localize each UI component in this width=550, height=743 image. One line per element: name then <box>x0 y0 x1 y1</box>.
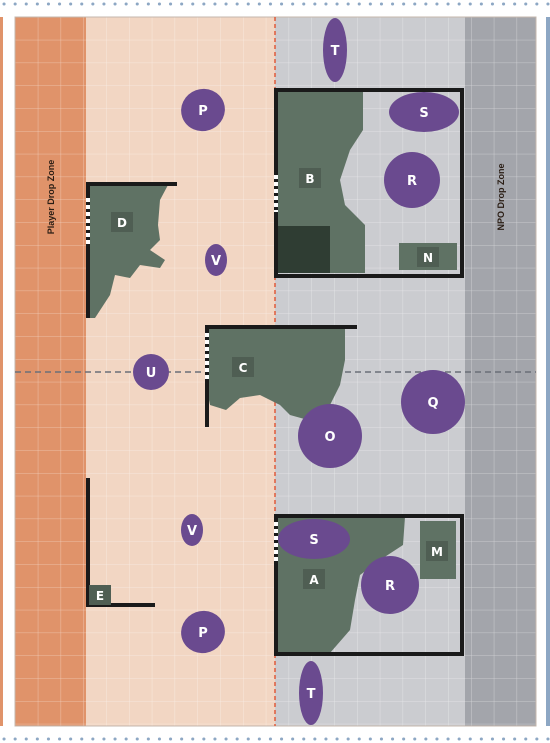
svg-text:P: P <box>198 626 208 641</box>
svg-text:T: T <box>331 44 340 59</box>
svg-text:M: M <box>431 545 443 559</box>
token-p-bottom[interactable]: P <box>175 605 231 660</box>
player-drop-zone-label: Player Drop Zone <box>46 160 56 235</box>
svg-text:Q: Q <box>427 396 438 411</box>
token-o[interactable]: O <box>298 404 362 468</box>
svg-text:S: S <box>419 106 428 121</box>
terrain-label-c: C <box>232 357 254 377</box>
svg-text:V: V <box>187 524 197 539</box>
building-b <box>274 88 464 278</box>
token-q[interactable]: Q <box>401 370 465 434</box>
svg-text:O: O <box>324 430 335 445</box>
svg-text:S: S <box>309 533 318 548</box>
token-r-top[interactable]: R <box>384 152 440 208</box>
svg-text:E: E <box>96 589 104 603</box>
svg-text:T: T <box>307 687 316 702</box>
svg-text:V: V <box>211 254 221 269</box>
token-s-top[interactable]: S <box>389 92 459 132</box>
wall-e <box>86 478 155 607</box>
svg-text:D: D <box>117 216 127 230</box>
left-accent-bar <box>0 17 3 726</box>
token-p-top[interactable]: P <box>175 83 231 138</box>
terrain-d <box>86 182 177 318</box>
token-v-top[interactable]: V <box>205 244 227 276</box>
token-r-bottom[interactable]: R <box>361 556 419 614</box>
token-v-bottom[interactable]: V <box>181 514 203 546</box>
svg-text:N: N <box>423 251 433 265</box>
token-t-top[interactable]: T <box>323 18 347 82</box>
token-s-bottom[interactable]: S <box>278 519 350 559</box>
svg-text:A: A <box>309 573 319 587</box>
svg-text:R: R <box>385 579 395 594</box>
svg-text:U: U <box>146 366 157 381</box>
terrain-c <box>205 325 357 427</box>
terrain-label-b: B <box>299 168 321 188</box>
terrain-label-a: A <box>303 569 325 589</box>
svg-text:C: C <box>239 361 248 375</box>
token-t-bottom[interactable]: T <box>299 661 323 725</box>
terrain-label-m: M <box>426 541 448 561</box>
svg-text:P: P <box>198 104 208 119</box>
terrain-label-n: N <box>417 247 439 267</box>
svg-text:R: R <box>407 174 417 189</box>
terrain-label-d: D <box>111 212 133 232</box>
svg-text:B: B <box>305 172 314 186</box>
token-u[interactable]: U <box>133 354 169 390</box>
terrain-label-e: E <box>89 585 111 605</box>
npo-drop-zone-label: NPO Drop Zone <box>496 164 506 231</box>
right-accent-bar <box>546 17 550 726</box>
